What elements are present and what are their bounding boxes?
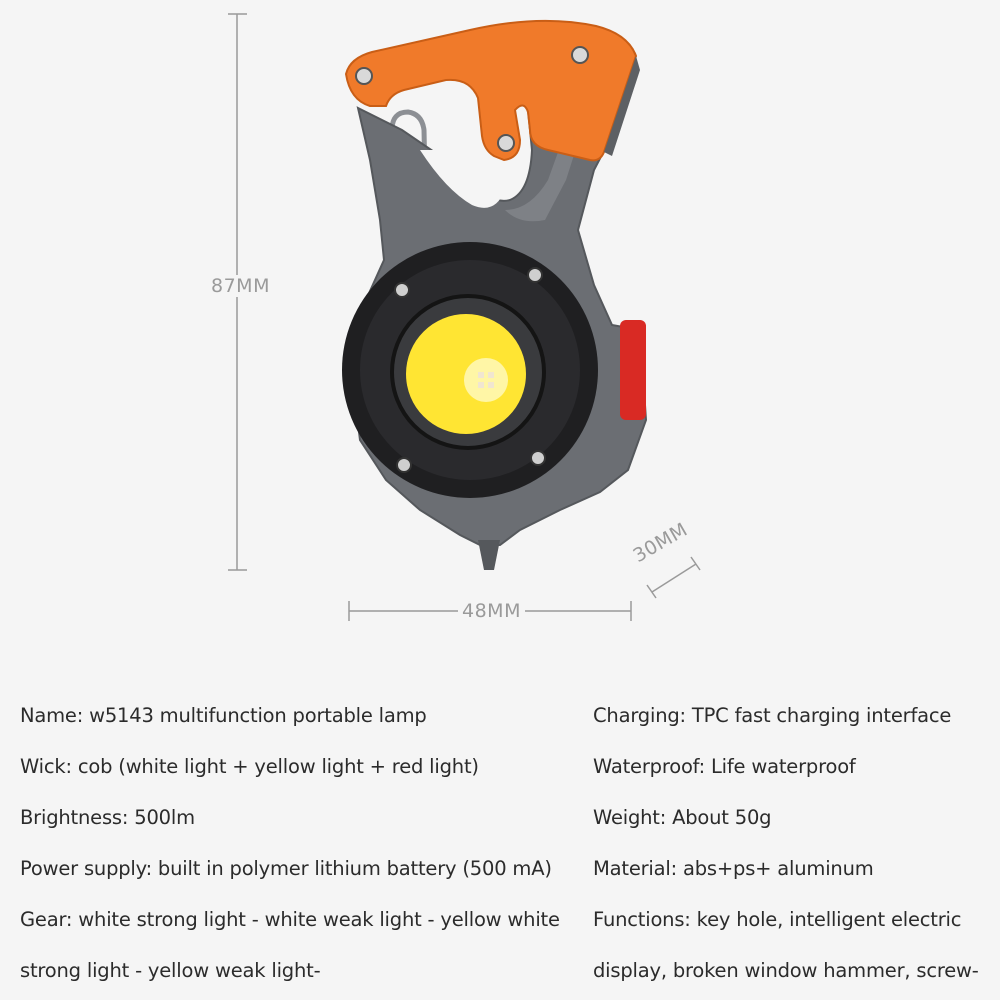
- hammer-tip: [478, 540, 500, 570]
- spec-charging: Charging: TPC fast charging interface: [593, 704, 952, 727]
- hook-opening: [420, 150, 506, 208]
- led-chips: [478, 372, 494, 388]
- handle-edge: [604, 56, 640, 156]
- ring-screws: [394, 267, 546, 473]
- product-illustration-area: 87MM 48MM 30MM: [207, 13, 701, 622]
- depth-dimension-tick-b: [690, 556, 701, 571]
- spec-waterproof: Waterproof: Life waterproof: [593, 755, 856, 778]
- depth-dimension-tick-a: [646, 584, 657, 599]
- specs-right-column: Charging: TPC fast charging interface Wa…: [593, 690, 993, 996]
- handle-screws: [355, 46, 589, 152]
- specifications: Name: w5143 multifunction portable lamp …: [20, 690, 990, 1000]
- height-dimension-label: 87MM: [207, 275, 274, 297]
- spec-brightness: Brightness: 500lm: [20, 806, 195, 829]
- lamp-illustration: [228, 13, 701, 621]
- spec-material: Material: abs+ps+ aluminum: [593, 857, 874, 880]
- spec-power-supply: Power supply: built in polymer lithium b…: [20, 857, 552, 880]
- spec-gear: Gear: white strong light - white weak li…: [20, 908, 560, 931]
- spec-gear-continued: strong light - yellow weak light-: [20, 959, 321, 982]
- spec-name: Name: w5143 multifunction portable lamp: [20, 704, 427, 727]
- orange-handle: [344, 19, 638, 162]
- spec-functions-continued: display, broken window hammer, screw-: [593, 959, 979, 982]
- depth-dimension-line: [651, 563, 697, 593]
- red-side-button: [620, 320, 646, 420]
- width-dimension-label: 48MM: [458, 600, 525, 622]
- wire-clip: [389, 109, 429, 228]
- specs-left-column: Name: w5143 multifunction portable lamp …: [20, 690, 580, 996]
- spec-functions: Functions: key hole, intelligent electri…: [593, 908, 962, 931]
- spec-weight: Weight: About 50g: [593, 806, 772, 829]
- center-led: [464, 358, 508, 402]
- spec-wick: Wick: cob (white light + yellow light + …: [20, 755, 479, 778]
